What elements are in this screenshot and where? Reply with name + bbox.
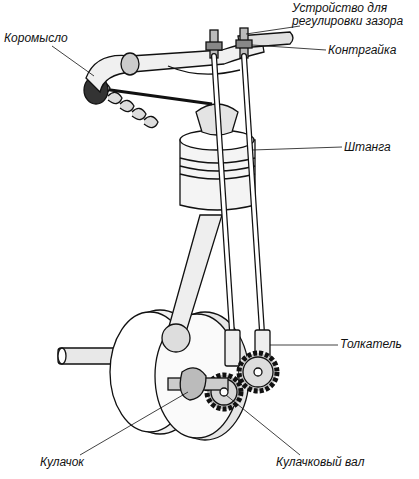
rocker-body	[86, 40, 264, 92]
part-label: Устройство для регулировки зазора	[292, 2, 416, 28]
gear-hub	[220, 388, 228, 396]
cam-lobe	[180, 368, 206, 400]
gear-teeth	[239, 353, 277, 391]
push-rod-outline	[214, 56, 232, 332]
part-label: Кулачковый вал	[276, 456, 416, 469]
rocker-arm	[86, 28, 293, 92]
lock-nut	[206, 42, 222, 50]
journal-end	[58, 348, 66, 364]
rocker-shaft	[121, 53, 139, 75]
push-rod	[214, 56, 232, 332]
part-label: Толкатель	[340, 338, 418, 351]
push-rods	[214, 56, 262, 332]
crankshaft	[58, 310, 249, 440]
camshaft	[168, 353, 277, 409]
push-rod	[244, 56, 262, 332]
push-rod-outline	[244, 56, 262, 332]
part-label: Кулачок	[40, 456, 130, 469]
piston-rings	[180, 158, 255, 179]
leader-line	[252, 45, 326, 50]
leader-line	[226, 395, 300, 455]
rod-shank	[168, 215, 222, 332]
gear-hub	[254, 368, 262, 376]
leader-line	[252, 147, 342, 150]
part-label: Коромысло	[4, 32, 114, 45]
connecting-rod	[162, 215, 222, 352]
big-end	[162, 324, 190, 352]
part-label: Штанга	[344, 141, 416, 154]
rocker-shade	[168, 66, 240, 74]
leader-lines	[52, 26, 342, 455]
leader-line	[52, 46, 94, 76]
leader-line	[270, 345, 338, 346]
tappet	[225, 330, 240, 366]
leader-line	[246, 26, 300, 34]
gear	[243, 357, 273, 387]
leader-line	[80, 392, 188, 455]
part-label: Контргайка	[328, 44, 416, 57]
lock-nut	[236, 40, 252, 48]
